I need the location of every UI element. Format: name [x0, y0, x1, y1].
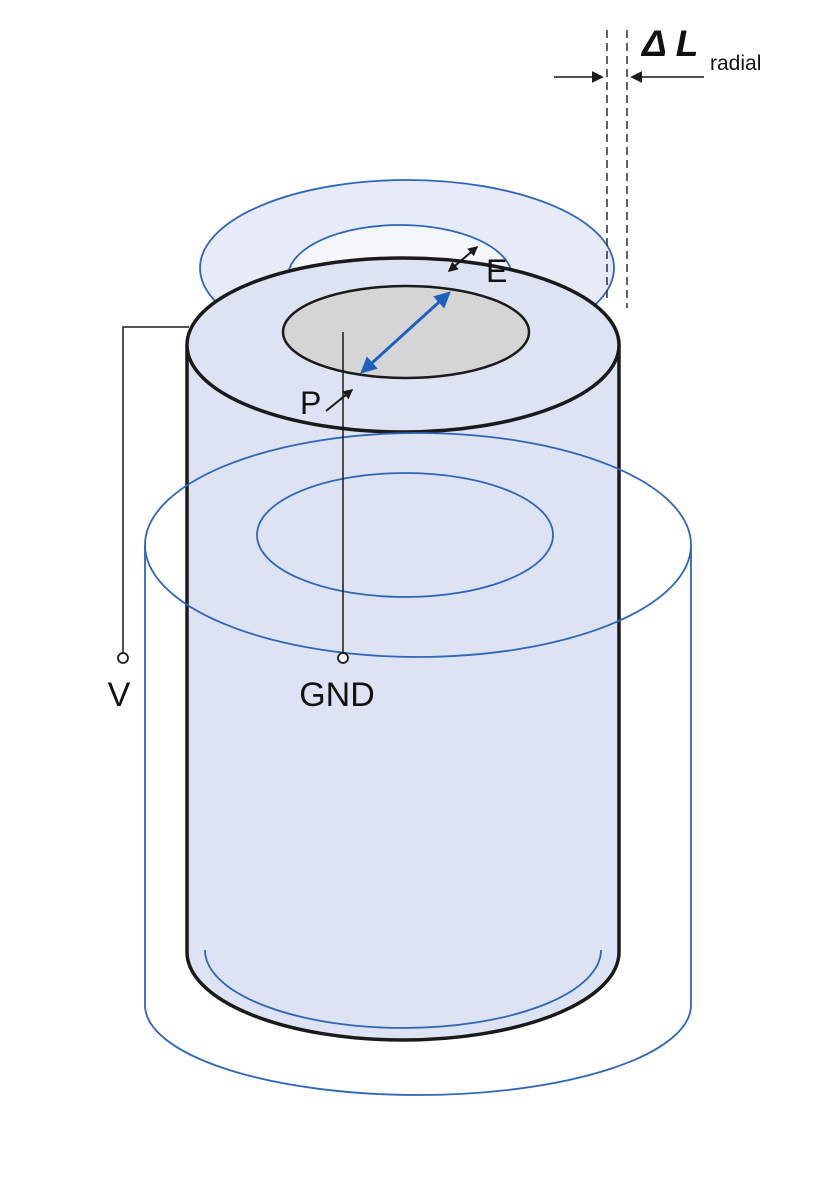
- gnd-terminal: [337, 652, 349, 664]
- delta-l-label: Δ L: [640, 23, 698, 64]
- voltage-terminal-group: V: [108, 326, 189, 714]
- e-field-label: E: [486, 253, 507, 289]
- expanded-tube-bottom-arc: [144, 1004, 692, 1096]
- tube-bottom-inner-arc: [204, 949, 602, 1029]
- e-field-arrow: [447, 246, 479, 272]
- polarization-annotation: P: [300, 385, 354, 421]
- polarization-label: P: [300, 385, 321, 421]
- expanded-tube-outline: [144, 432, 692, 1096]
- expanded-tube-mid-inner-ellipse: [256, 472, 554, 598]
- ground-terminal-group: GND: [299, 332, 375, 714]
- polarization-arrow: [325, 389, 354, 412]
- v-terminal: [117, 652, 129, 664]
- radial-displacement-dimension: Δ L radial: [554, 23, 761, 308]
- electric-field-annotation: E: [447, 246, 507, 289]
- v-label: V: [108, 676, 131, 714]
- radial-direction-arrow: [360, 291, 451, 374]
- tube-body-outline: [185, 345, 621, 1042]
- tube-body-fill: [187, 345, 619, 1040]
- delta-l-subscript-label: radial: [710, 52, 761, 75]
- gnd-label: GND: [299, 676, 375, 714]
- v-wire: [122, 326, 189, 653]
